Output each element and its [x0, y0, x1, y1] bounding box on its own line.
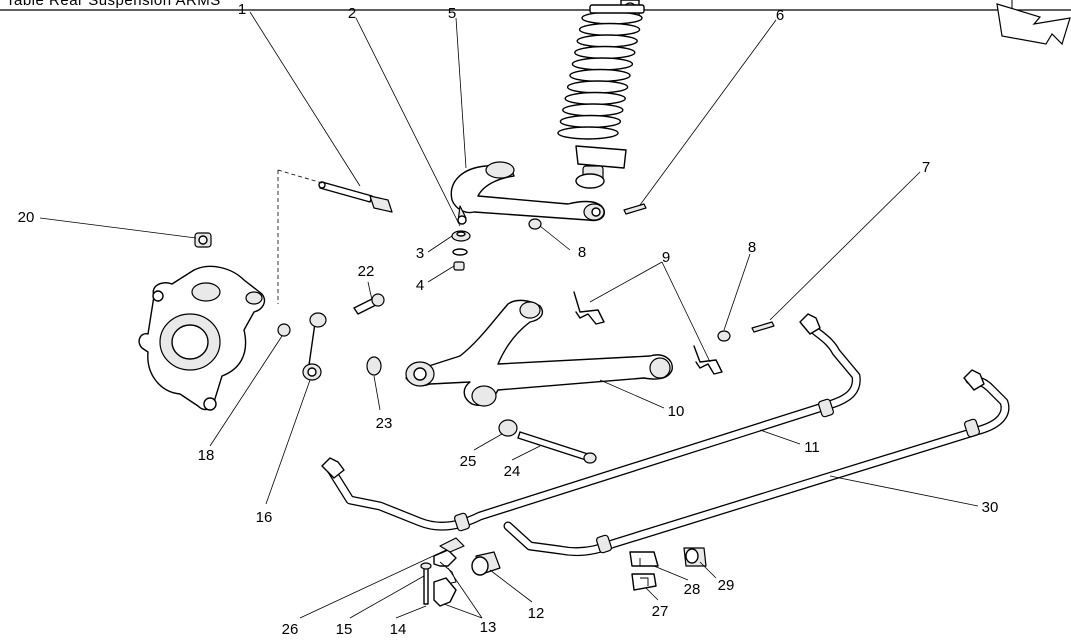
anti-roll-bar-11 — [321, 313, 861, 532]
callout-9: 9 — [662, 249, 670, 266]
bolt-1 — [318, 181, 393, 213]
bracket-26 — [439, 537, 465, 553]
bushing-29 — [683, 547, 707, 567]
pin-6 — [623, 203, 647, 215]
spring-coil — [566, 80, 629, 94]
clamp-27 — [631, 573, 657, 591]
clip-9-lower — [693, 345, 723, 375]
page-title: Table Rear Suspension ARMS — [6, 0, 221, 9]
clamp-28 — [629, 551, 659, 567]
bushing-23 — [366, 356, 382, 376]
nut-20 — [194, 232, 212, 248]
wheel-hub-carrier — [138, 265, 266, 411]
callout-26: 26 — [282, 621, 299, 638]
callout-5: 5 — [448, 5, 456, 22]
callout-3: 3 — [416, 245, 424, 262]
spring-coil — [576, 34, 638, 48]
callout-7: 7 — [922, 159, 930, 176]
bushing-25 — [498, 419, 518, 437]
callout-2: 2 — [348, 5, 356, 22]
callout-24: 24 — [504, 463, 521, 480]
callout-22: 22 — [358, 263, 375, 280]
drop-link-16 — [302, 312, 327, 381]
callout-30: 30 — [982, 499, 999, 516]
washer-3 — [451, 230, 471, 242]
spring-coil — [571, 57, 634, 71]
bolt-22 — [353, 293, 385, 315]
callout-14: 14 — [390, 621, 407, 638]
callout-23: 23 — [376, 415, 393, 432]
callout-10: 10 — [668, 403, 685, 420]
callout-6: 6 — [776, 7, 784, 24]
pin-7 — [751, 321, 775, 333]
bushing-8-lower — [717, 330, 731, 342]
upper-control-arm — [450, 161, 605, 225]
callout-20: 20 — [18, 209, 35, 226]
clip-9-upper — [573, 291, 605, 325]
spring-coil — [564, 91, 626, 106]
screw-14 — [420, 562, 432, 605]
assembly-axis-line-2 — [277, 169, 323, 184]
nut-4 — [452, 248, 468, 271]
callout-25: 25 — [460, 453, 477, 470]
leader-lines — [39, 11, 979, 619]
callout-27: 27 — [652, 603, 669, 620]
callout-18: 18 — [198, 447, 215, 464]
callout-11: 11 — [804, 439, 820, 456]
callout-16: 16 — [256, 509, 273, 526]
callout-13: 13 — [480, 619, 497, 636]
spring-coil — [581, 11, 643, 25]
bushing-8-upper — [528, 218, 542, 230]
callout-29: 29 — [718, 577, 735, 594]
bushing-18 — [277, 323, 291, 337]
callout-12: 12 — [528, 605, 545, 622]
callout-8a: 8 — [578, 244, 586, 261]
callout-28: 28 — [684, 581, 701, 598]
shock-absorber-coil-spring — [557, 0, 645, 189]
spring-coil — [569, 68, 631, 83]
spring-coil — [562, 103, 624, 117]
bolt-24 — [517, 431, 597, 464]
spring-coil — [578, 22, 641, 37]
clamp-13-lower — [433, 577, 457, 607]
bushing-12 — [471, 551, 501, 576]
callout-4: 4 — [416, 277, 424, 294]
callout-8b: 8 — [748, 239, 756, 256]
callout-15: 15 — [336, 621, 353, 638]
spring-coil — [557, 126, 619, 140]
callout-1: 1 — [238, 1, 246, 18]
spring-coil — [559, 114, 622, 129]
lower-control-arm — [405, 299, 673, 407]
direction-arrow-icon[interactable] — [996, 3, 1071, 46]
anti-roll-bar-30 — [503, 369, 1010, 557]
spring-coil — [574, 45, 636, 60]
